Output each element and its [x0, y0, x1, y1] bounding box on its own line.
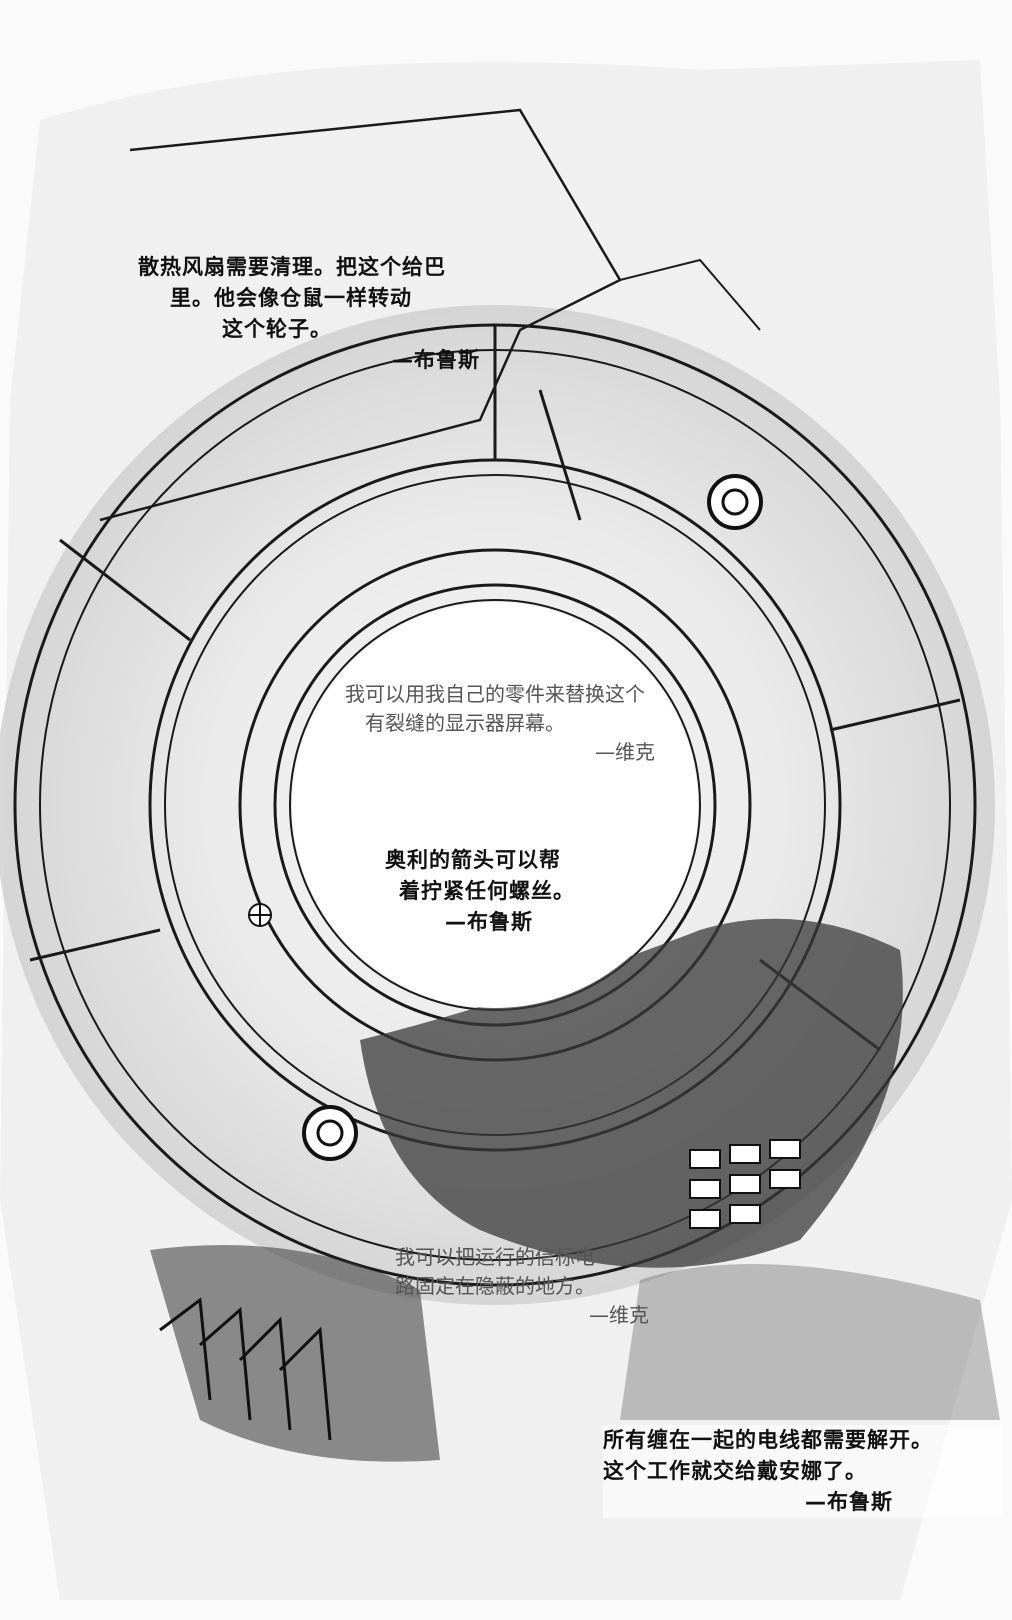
caption-line: 有裂缝的显示器屏幕。 — [365, 711, 565, 735]
caption-line: 所有缠在一起的电线都需要解开。 — [603, 1428, 933, 1452]
caption-line: 里。他会像仓鼠一样转动 — [170, 286, 412, 310]
caption-wires: 所有缠在一起的电线都需要解开。 这个工作就交给戴安娜了。 —布鲁斯 — [603, 1425, 1003, 1518]
caption-line: 我可以把运行的信标电 — [395, 1245, 595, 1269]
caption-line: 我可以用我自己的零件来替换这个 — [345, 682, 645, 706]
caption-line: 路固定在隐蔽的地方。 — [395, 1274, 595, 1298]
caption-arrow: 奥利的箭头可以帮 着拧紧任何螺丝。 —布鲁斯 — [385, 845, 615, 938]
caption-signature: —维克 — [595, 740, 655, 764]
caption-signature: —布鲁斯 — [392, 348, 480, 372]
caption-line: 着拧紧任何螺丝。 — [399, 879, 575, 903]
caption-line: 这个工作就交给戴安娜了。 — [603, 1459, 867, 1483]
caption-signature: —布鲁斯 — [445, 910, 533, 934]
caption-line: 散热风扇需要清理。把这个给巴 — [138, 255, 446, 279]
screw-icon — [248, 474, 763, 1161]
caption-line: 这个轮子。 — [222, 317, 332, 341]
caption-signature: —维克 — [589, 1303, 649, 1327]
caption-fan: 散热风扇需要清理。把这个给巴 里。他会像仓鼠一样转动 这个轮子。 —布鲁斯 — [138, 252, 528, 376]
caption-beacon: 我可以把运行的信标电 路固定在隐蔽的地方。 —维克 — [395, 1243, 685, 1330]
caption-line: 奥利的箭头可以帮 — [385, 848, 561, 872]
caption-screen: 我可以用我自己的零件来替换这个 有裂缝的显示器屏幕。 —维克 — [285, 680, 705, 767]
caption-signature: —布鲁斯 — [805, 1490, 893, 1514]
